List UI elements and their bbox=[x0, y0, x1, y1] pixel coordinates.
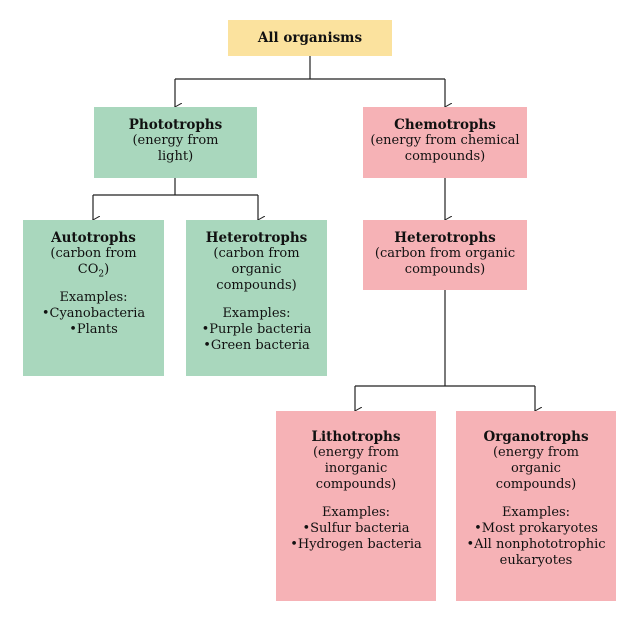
node-desc-formula: CO2) bbox=[77, 262, 110, 280]
node-all-organisms: All organisms bbox=[228, 20, 392, 56]
example-item: •Purple bacteria bbox=[201, 322, 312, 337]
node-desc-line: organic bbox=[231, 262, 282, 277]
node-autotrophs: Autotrophs (carbon from CO2) Examples: •… bbox=[23, 220, 164, 376]
node-desc-line: compounds) bbox=[315, 477, 397, 492]
node-desc-line: organic bbox=[511, 461, 561, 476]
node-desc-line: (energy from bbox=[312, 445, 400, 460]
example-item: •Green bacteria bbox=[203, 338, 310, 353]
node-chemo-heterotrophs: Heterotrophs (carbon from organic compou… bbox=[363, 220, 527, 290]
node-title: Lithotrophs bbox=[311, 429, 401, 445]
node-desc-line: (carbon from organic bbox=[374, 246, 516, 261]
node-desc-line: compounds) bbox=[404, 262, 486, 277]
node-title: Phototrophs bbox=[128, 117, 223, 133]
examples-label: Examples: bbox=[59, 290, 128, 305]
node-desc-line: compounds) bbox=[495, 477, 577, 492]
example-item: •Plants bbox=[69, 322, 118, 337]
node-desc-line: light) bbox=[157, 149, 194, 164]
node-photo-heterotrophs: Heterotrophs (carbon from organic compou… bbox=[186, 220, 327, 376]
node-desc-line: (energy from bbox=[132, 133, 219, 148]
node-phototrophs: Phototrophs (energy from light) bbox=[94, 107, 257, 178]
node-chemotrophs: Chemotrophs (energy from chemical compou… bbox=[363, 107, 527, 178]
example-item: •Most prokaryotes bbox=[474, 521, 598, 536]
example-item: •All nonphototrophic bbox=[466, 537, 606, 552]
example-item: •Sulfur bacteria bbox=[302, 521, 410, 536]
node-desc-line: compounds) bbox=[404, 149, 486, 164]
node-desc-line: inorganic bbox=[324, 461, 388, 476]
node-title: Heterotrophs bbox=[205, 230, 308, 246]
node-title: All organisms bbox=[257, 30, 363, 46]
node-lithotrophs: Lithotrophs (energy from inorganic compo… bbox=[276, 411, 436, 601]
node-desc-line: (energy from chemical bbox=[370, 133, 520, 148]
node-title: Heterotrophs bbox=[394, 230, 496, 246]
example-item: •Cyanobacteria bbox=[41, 306, 146, 321]
node-organotrophs: Organotrophs (energy from organic compou… bbox=[456, 411, 616, 601]
node-desc-line: compounds) bbox=[216, 278, 297, 293]
node-desc-line: (energy from bbox=[492, 445, 580, 460]
node-desc-line: (carbon from bbox=[50, 246, 137, 261]
node-title: Chemotrophs bbox=[394, 117, 496, 133]
examples-label: Examples: bbox=[321, 505, 391, 520]
node-title: Organotrophs bbox=[483, 429, 589, 445]
examples-label: Examples: bbox=[501, 505, 571, 520]
example-item: eukaryotes bbox=[499, 553, 573, 568]
examples-label: Examples: bbox=[222, 306, 291, 321]
node-title: Autotrophs bbox=[51, 230, 136, 246]
example-item: •Hydrogen bacteria bbox=[290, 537, 422, 552]
node-desc-line: (carbon from bbox=[213, 246, 300, 261]
